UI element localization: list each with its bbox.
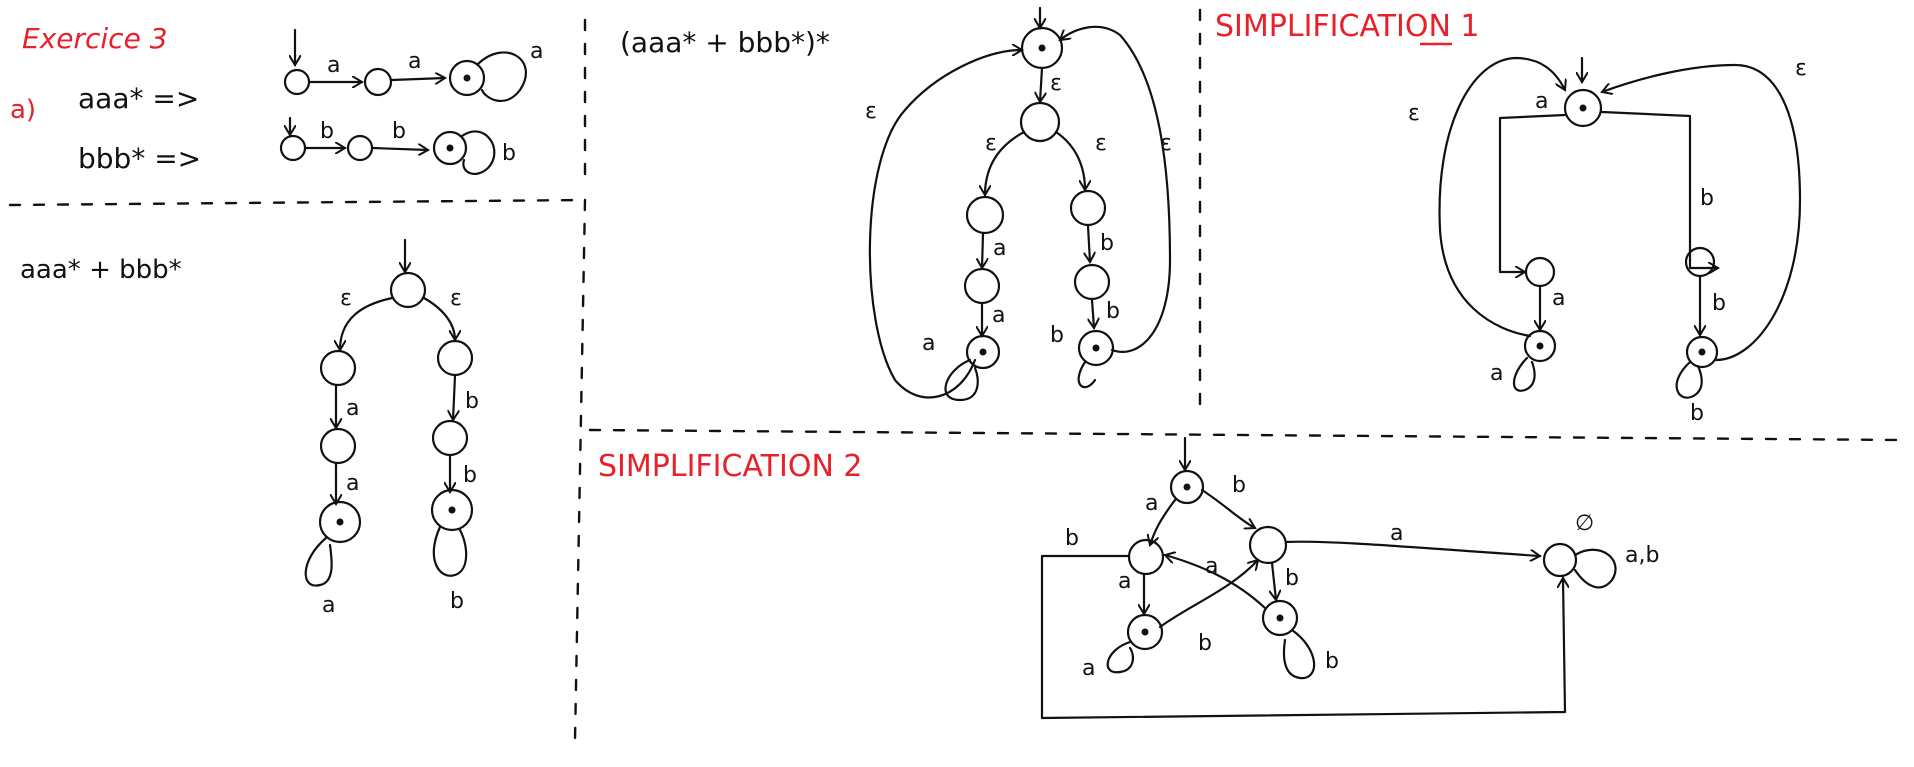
sink-loop-label: a,b	[1625, 543, 1659, 568]
transition-label-a: a	[346, 471, 359, 496]
transition-label-a: a	[408, 49, 421, 74]
transition-label-a: a	[1390, 521, 1403, 546]
transition-label-a: a	[993, 236, 1006, 261]
epsilon-label: ε	[1160, 131, 1172, 156]
transition-label-a: a	[1118, 569, 1131, 594]
state-a1	[965, 195, 1005, 235]
epsilon-label: ε	[1095, 131, 1107, 156]
loop-label-b: b	[502, 141, 516, 166]
automaton-kleene: ε ε ε a a a b b b ε ε	[865, 6, 1172, 402]
transition-label-a: a	[992, 303, 1005, 328]
transition-label-b: b	[392, 119, 406, 144]
transition-label-b: b	[1198, 631, 1212, 656]
loop-label-b: b	[1325, 649, 1339, 674]
state-b3-final	[430, 488, 474, 532]
expr-kleene-star: (aaa* + bbb*)*	[620, 26, 830, 59]
state-a1	[319, 349, 357, 387]
state-qbb-final	[1261, 599, 1299, 637]
epsilon-label: ε	[865, 99, 877, 124]
state-b1	[346, 134, 374, 162]
transition-label-b: b	[1285, 566, 1299, 591]
state-a1	[363, 67, 393, 97]
sink-empty-label: ∅	[1575, 511, 1594, 536]
loop-label-a: a	[322, 593, 335, 618]
state-sink	[1542, 542, 1578, 578]
transition-label-a: a	[1145, 491, 1158, 516]
loop-label-a: a	[1490, 361, 1503, 386]
exercise-title: Exercice 3	[22, 22, 168, 55]
state-start-final	[1563, 88, 1603, 128]
epsilon-label: ε	[1050, 71, 1062, 96]
transition-label-b: b	[1106, 299, 1120, 324]
transition-label-a: a	[1205, 554, 1218, 579]
automaton-aaa-star: a a a	[283, 28, 543, 102]
transition-label-b: b	[1712, 291, 1726, 316]
state-a3-final	[965, 334, 1001, 370]
transition-label-b: b	[463, 463, 477, 488]
loop-label-a: a	[922, 331, 935, 356]
loop-label-a: a	[530, 39, 543, 64]
transition-label-b: b	[1065, 526, 1079, 551]
automaton-simplification-1: a a a ε b b b ε	[1408, 56, 1807, 426]
state-start	[389, 271, 427, 309]
state-b1	[436, 339, 474, 377]
state-a2-final	[448, 59, 486, 97]
state-b1	[1069, 189, 1107, 227]
transition-label-b: b	[1700, 186, 1714, 211]
state-b2-final	[432, 130, 468, 166]
state-a2-final	[1523, 329, 1557, 363]
transition-label-a: a	[346, 396, 359, 421]
transition-label-a: a	[1535, 89, 1548, 114]
state-a2	[319, 427, 357, 465]
state-b2	[1073, 263, 1111, 301]
state-b2-final	[1685, 335, 1719, 369]
state-a3-final	[318, 500, 362, 544]
transition-label-b: b	[465, 389, 479, 414]
simplification-2-heading: SIMPLIFICATION 2	[598, 449, 863, 484]
simplification-1-heading: SIMPLIFICATION 1	[1215, 9, 1480, 44]
state-fork	[1019, 101, 1061, 143]
expr-aaa-star: aaa* =>	[78, 82, 199, 115]
automaton-simplification-2: a b a a b b b a ∅ a,b a b	[1040, 436, 1659, 720]
part-a-label: a)	[10, 95, 36, 125]
state-a1	[1524, 256, 1556, 288]
transition-label-a: a	[1552, 286, 1565, 311]
loop-label-b: b	[1050, 323, 1064, 348]
loop-label-b: b	[1690, 401, 1704, 426]
automaton-bbb-star: b b b	[279, 116, 516, 176]
loop-label-b: b	[450, 589, 464, 614]
loop-label-a: a	[1082, 656, 1095, 681]
expr-bbb-star: bbb* =>	[78, 142, 201, 175]
epsilon-label: ε	[1795, 56, 1807, 81]
automaton-union: ε ε a a a b b b	[304, 238, 479, 618]
transition-label-b: b	[1100, 231, 1114, 256]
state-qa	[1127, 538, 1165, 576]
transition-label-b: b	[320, 119, 334, 144]
epsilon-label: ε	[340, 286, 352, 311]
state-b2	[431, 419, 469, 457]
epsilon-label: ε	[1408, 101, 1420, 126]
state-b0	[279, 134, 307, 162]
transition-label-a: a	[327, 53, 340, 78]
state-qaa-final	[1126, 613, 1164, 651]
state-a2	[963, 267, 1001, 305]
state-start-final	[1169, 469, 1205, 505]
section-dividers	[8, 8, 1902, 742]
epsilon-label: ε	[450, 286, 462, 311]
epsilon-label: ε	[985, 131, 997, 156]
transition-label-b: b	[1232, 473, 1246, 498]
state-qb	[1248, 525, 1288, 565]
state-a0	[283, 68, 311, 96]
state-b3-final	[1077, 329, 1115, 367]
expr-union: aaa* + bbb*	[20, 255, 182, 285]
